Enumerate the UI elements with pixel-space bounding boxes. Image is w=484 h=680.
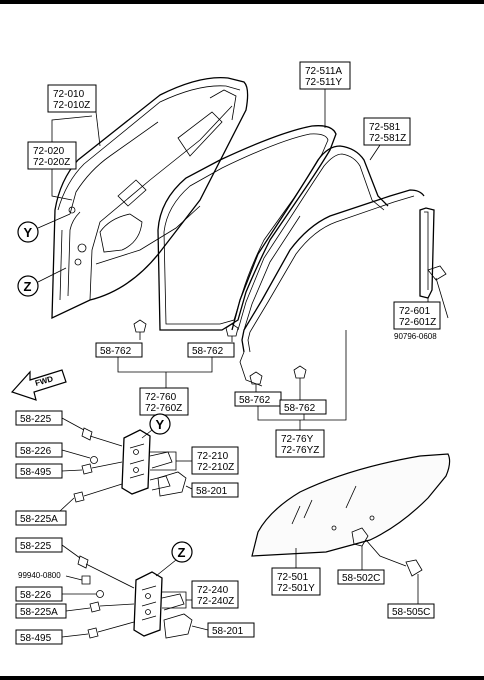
label-72-020-line1: 72-020 (33, 146, 65, 157)
label-72-501: 72-501 72-501Y (271, 548, 321, 596)
bolt-90796-0608: 90796-0608 (394, 265, 449, 341)
label-72-240-line2: 72-240Z (197, 596, 234, 607)
top-border (0, 0, 484, 4)
callout-y-letter: Y (24, 225, 33, 240)
label-72-210: 72-210 72-210Z (150, 446, 239, 475)
label-72-601: 72-601 72-601Z (393, 298, 441, 330)
label-99940-0800: 99940-0800 (18, 571, 91, 585)
label-72-240: 72-240 72-240Z (162, 580, 239, 609)
label-72-760-line2: 72-760Z (145, 403, 182, 414)
door-shell (51, 76, 249, 320)
label-58-502c-text: 58-502C (342, 573, 380, 584)
label-72-511a: 72-511A 72-511Y (299, 61, 351, 128)
callout-y-hinge: Y (141, 413, 171, 439)
label-72-210-line1: 72-210 (197, 451, 229, 462)
clip-58-762-3: 58-762 (234, 371, 282, 407)
label-72-020: 72-020 72-020Z (27, 115, 93, 201)
label-72-76y-line1: 72-76Y (281, 434, 314, 445)
label-58-226-lower: 58-226 (15, 586, 104, 602)
lower-hinge (133, 571, 193, 639)
outer-weatherstrip (231, 145, 389, 331)
label-90796-0608: 90796-0608 (394, 332, 437, 341)
label-58-225-a: 58-225 (20, 414, 52, 425)
clip-58-762-1: 58-762 (95, 319, 147, 358)
label-58-201-upper: 58-201 (185, 482, 239, 498)
callout-z-hinge: Z (155, 541, 193, 577)
upper-hinge (121, 429, 187, 497)
label-72-501-line2: 72-501Y (277, 583, 315, 594)
callout-y-hinge-letter: Y (156, 417, 165, 432)
window-glass (251, 453, 451, 557)
label-99940-0800-text: 99940-0800 (18, 571, 61, 580)
label-72-010-line2: 72-010Z (53, 100, 90, 111)
clip-58-762-2: 58-762 (187, 323, 239, 358)
fwd-arrow: FWD (10, 369, 67, 401)
label-58-225a-upper: 58-225A (15, 483, 123, 526)
callout-z-door: Z (17, 267, 67, 297)
label-72-76y-line2: 72-76YZ (281, 445, 319, 456)
door-seal (157, 125, 337, 331)
label-58-225-b: 58-225 (20, 541, 52, 552)
callout-y-door: Y (17, 213, 71, 243)
label-72-010-line1: 72-010 (53, 89, 85, 100)
label-72-581: 72-581 72-581Z (363, 117, 411, 161)
label-72-020-line2: 72-020Z (33, 157, 70, 168)
label-58-762-a: 58-762 (100, 346, 132, 357)
label-58-502c: 58-502C (337, 527, 385, 585)
label-58-762-d: 58-762 (284, 403, 316, 414)
label-72-601-line1: 72-601 (399, 306, 431, 317)
label-58-495-lower: 58-495 (15, 621, 135, 645)
label-58-226-a: 58-226 (20, 446, 52, 457)
label-72-760-line1: 72-760 (145, 392, 177, 403)
label-58-201-b: 58-201 (212, 626, 244, 637)
label-58-225-lower: 58-225 (15, 537, 135, 589)
label-72-601-line2: 72-601Z (399, 317, 436, 328)
label-58-762-b: 58-762 (192, 346, 224, 357)
label-72-511a-line2: 72-511Y (305, 77, 342, 88)
label-72-760: 72-760 72-760Z (117, 357, 213, 416)
label-58-495-upper: 58-495 (15, 461, 123, 479)
label-72-581-line1: 72-581 (369, 122, 401, 133)
label-72-240-line1: 72-240 (197, 585, 229, 596)
label-58-225a-a: 58-225A (20, 514, 58, 525)
label-72-010: 72-010 72-010Z (47, 84, 101, 147)
clip-58-762-4: 58-762 (279, 365, 327, 415)
label-58-225a-b: 58-225A (20, 607, 58, 618)
label-58-225a-lower: 58-225A (15, 601, 135, 619)
label-58-505c-text: 58-505C (392, 607, 430, 618)
label-58-226-b: 58-226 (20, 590, 52, 601)
label-72-581-line2: 72-581Z (369, 133, 406, 144)
bottom-border (0, 676, 484, 680)
label-72-511a-line1: 72-511A (305, 66, 342, 77)
glass-run-channel (239, 189, 425, 387)
label-58-226-upper: 58-226 (15, 442, 98, 464)
label-58-505c: 58-505C (365, 539, 435, 619)
label-72-210-line2: 72-210Z (197, 462, 234, 473)
callout-z-letter: Z (24, 279, 32, 294)
label-72-76y: 72-76Y 72-76YZ (257, 330, 347, 458)
rear-window-strip (419, 207, 435, 299)
label-58-201-a: 58-201 (196, 486, 228, 497)
label-72-501-line1: 72-501 (277, 572, 309, 583)
label-58-495-a: 58-495 (20, 467, 52, 478)
callout-z-hinge-letter: Z (178, 545, 186, 560)
label-58-495-b: 58-495 (20, 633, 52, 644)
label-58-201-lower: 58-201 (191, 622, 255, 638)
label-58-762-c: 58-762 (239, 395, 271, 406)
label-58-225-upper: 58-225 (15, 410, 123, 447)
